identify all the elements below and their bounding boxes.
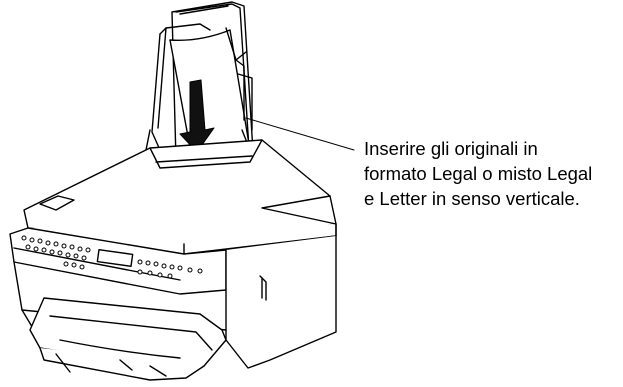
- lcd-display: [96, 248, 134, 268]
- insert-arrow-icon: [179, 79, 215, 153]
- callout-text: Inserire gli originali in formato Legal …: [364, 136, 623, 211]
- callout-line-2: formato Legal o misto Legal: [364, 163, 593, 184]
- lid-label: [39, 195, 75, 211]
- output-tray: [29, 297, 227, 381]
- callout-line-1: Inserire gli originali in: [364, 138, 538, 159]
- callout-line-3: e Letter in senso verticale.: [364, 188, 580, 209]
- callout-leader-line: [245, 117, 355, 151]
- printer-body: [13, 195, 337, 369]
- scanner-lid: [23, 139, 337, 255]
- control-panel-buttons: [21, 235, 203, 279]
